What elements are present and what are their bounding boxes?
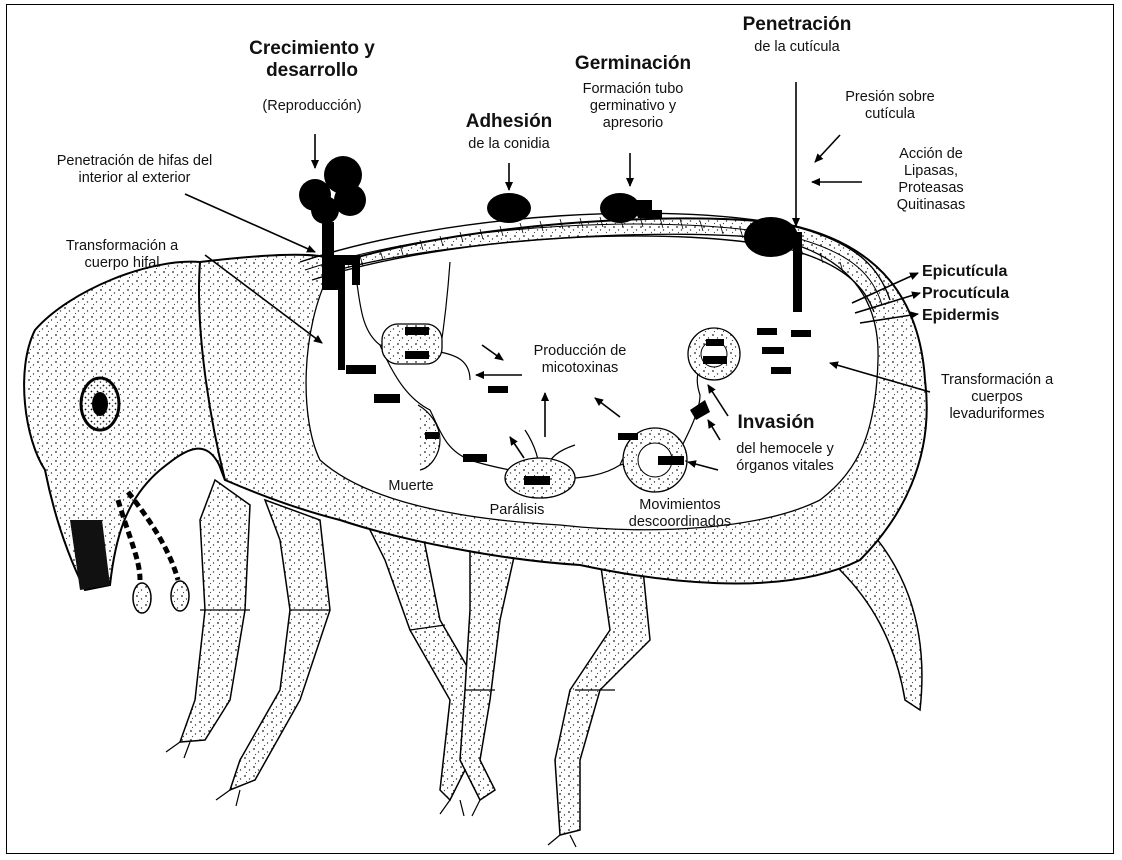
label-invasion-title: Invasión xyxy=(726,412,826,434)
label-epicuticula: Epicutícula xyxy=(922,262,1007,281)
leg-mid-left xyxy=(360,510,475,800)
label-crecimiento-sub: (Reproducción) xyxy=(232,98,392,115)
conidium-germinating xyxy=(600,193,640,223)
label-germinacion-title: Germinación xyxy=(548,53,718,75)
label-produccion: Producción de micotoxinas xyxy=(510,343,650,377)
label-epidermis: Epidermis xyxy=(922,306,999,325)
label-accion: Acción de Lipasas, Proteasas Quitinasas xyxy=(876,146,986,214)
label-penetracion-hifas: Penetración de hifas del interior al ext… xyxy=(52,153,217,187)
insect-head xyxy=(24,262,225,590)
label-procuticula: Procutícula xyxy=(922,284,1009,303)
label-presion: Presión sobre cutícula xyxy=(820,89,960,123)
leg-mid-right xyxy=(460,520,520,800)
label-muerte: Muerte xyxy=(376,478,446,495)
label-germinacion-sub: Formación tubo germinativo y apresorio xyxy=(558,81,708,132)
label-penetracion-title: Penetración xyxy=(727,14,867,36)
label-paralisis: Parálisis xyxy=(472,502,562,519)
conidium-adhered xyxy=(487,193,531,223)
label-transformacion-hifal: Transformación a cuerpo hifal xyxy=(52,238,192,272)
label-crecimiento-title: Crecimiento y desarrollo xyxy=(212,38,412,82)
label-penetracion-sub: de la cutícula xyxy=(727,39,867,56)
leg-front-left xyxy=(180,480,250,742)
label-adhesion-sub: de la conidia xyxy=(430,136,588,153)
label-transformacion-levaduriformes: Transformación a cuerpos levaduriformes xyxy=(922,372,1072,423)
label-movimientos: Movimientos descoordinados xyxy=(610,497,750,531)
label-invasion-sub: del hemocele y órganos vitales xyxy=(710,441,860,475)
